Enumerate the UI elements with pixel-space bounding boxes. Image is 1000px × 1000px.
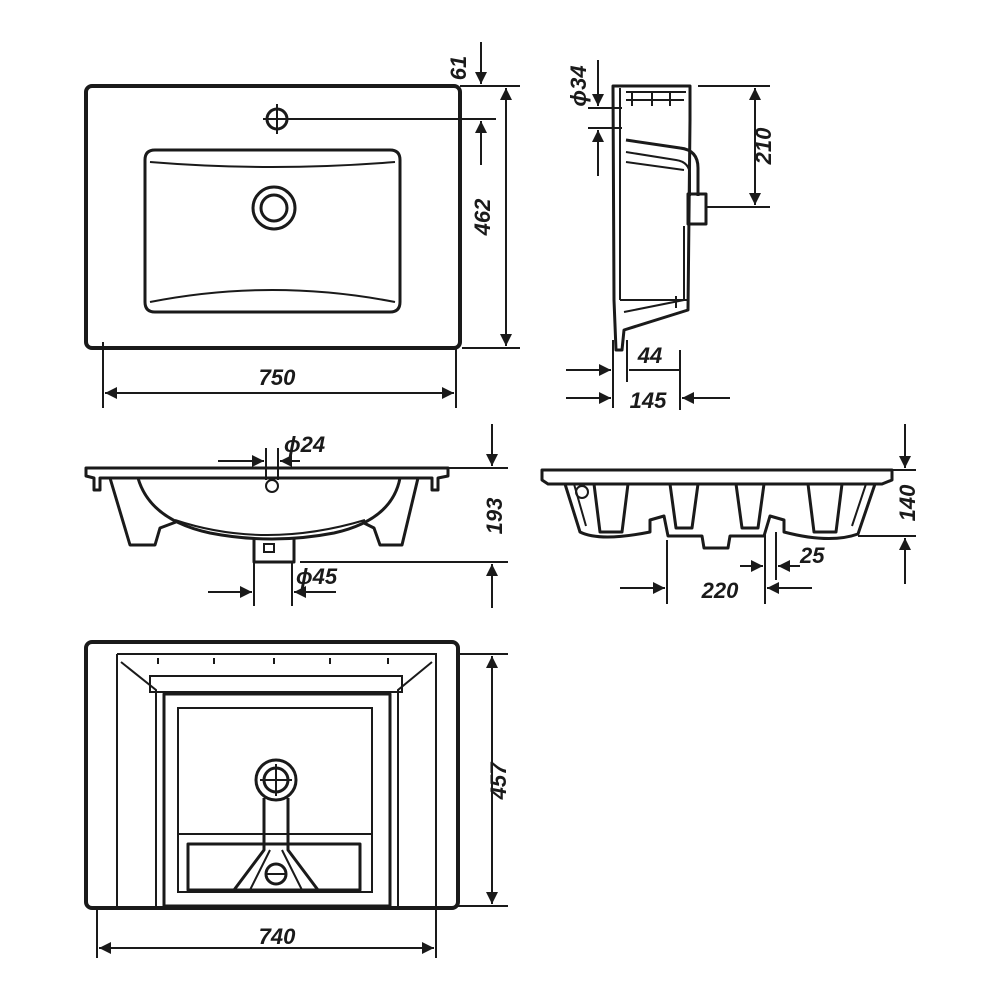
bottom-trap-pipe [232,798,320,891]
front-bowl [136,477,402,541]
bottom-outline [84,640,460,910]
drain-hole [251,185,297,231]
side-section-rib [668,483,700,530]
bowl-top-curve [149,161,396,168]
side-section-spacing-label: 220 [701,578,739,603]
bottom-view: 457 740 [84,640,511,958]
front-left-leg [108,477,177,547]
front-drain [252,538,296,564]
front-rim [84,466,450,492]
side-section-rib [734,483,766,530]
side-drain-outlet [686,192,708,226]
bottom-drain [254,758,298,802]
top-view: 61 462 750 [84,42,520,408]
side-section-height-label: 140 [895,484,920,521]
side-section-bowl [563,483,877,550]
bowl-bottom-curve [149,289,396,303]
side-tap-hole-label: ϕ34 [566,65,591,106]
side-profile [611,84,692,352]
top-tap-offset-label: 61 [446,56,471,80]
top-width-label: 750 [259,365,296,390]
front-height-label: 193 [482,498,507,535]
top-depth-label: 462 [470,198,495,236]
side-height-label: 210 [751,127,776,165]
side-section-rib [592,483,630,534]
bottom-depth-label: 457 [486,761,511,800]
front-tap-hole-label: ϕ24 [284,432,325,457]
side-view: ϕ34 210 44 145 [566,60,776,413]
side-section-rib [806,483,844,534]
tap-hole [263,104,291,134]
bottom-drain-channel [186,842,362,892]
side-section-rim [540,468,894,486]
side-wall-label: 44 [637,343,662,368]
front-drain-label: ϕ45 [296,564,338,589]
side-trap [625,138,700,196]
front-tap-hole [265,479,279,493]
basin-outline [84,84,462,350]
front-right-leg [361,477,420,547]
front-section: ϕ24 193 ϕ45 [84,424,508,608]
bottom-inner-frame [162,692,392,908]
bowl-outline [143,148,402,314]
side-depth-label: 145 [630,388,667,413]
bottom-width-label: 740 [259,924,296,949]
side-section: 140 220 25 [540,424,920,604]
side-section-width-label: 25 [799,543,825,568]
